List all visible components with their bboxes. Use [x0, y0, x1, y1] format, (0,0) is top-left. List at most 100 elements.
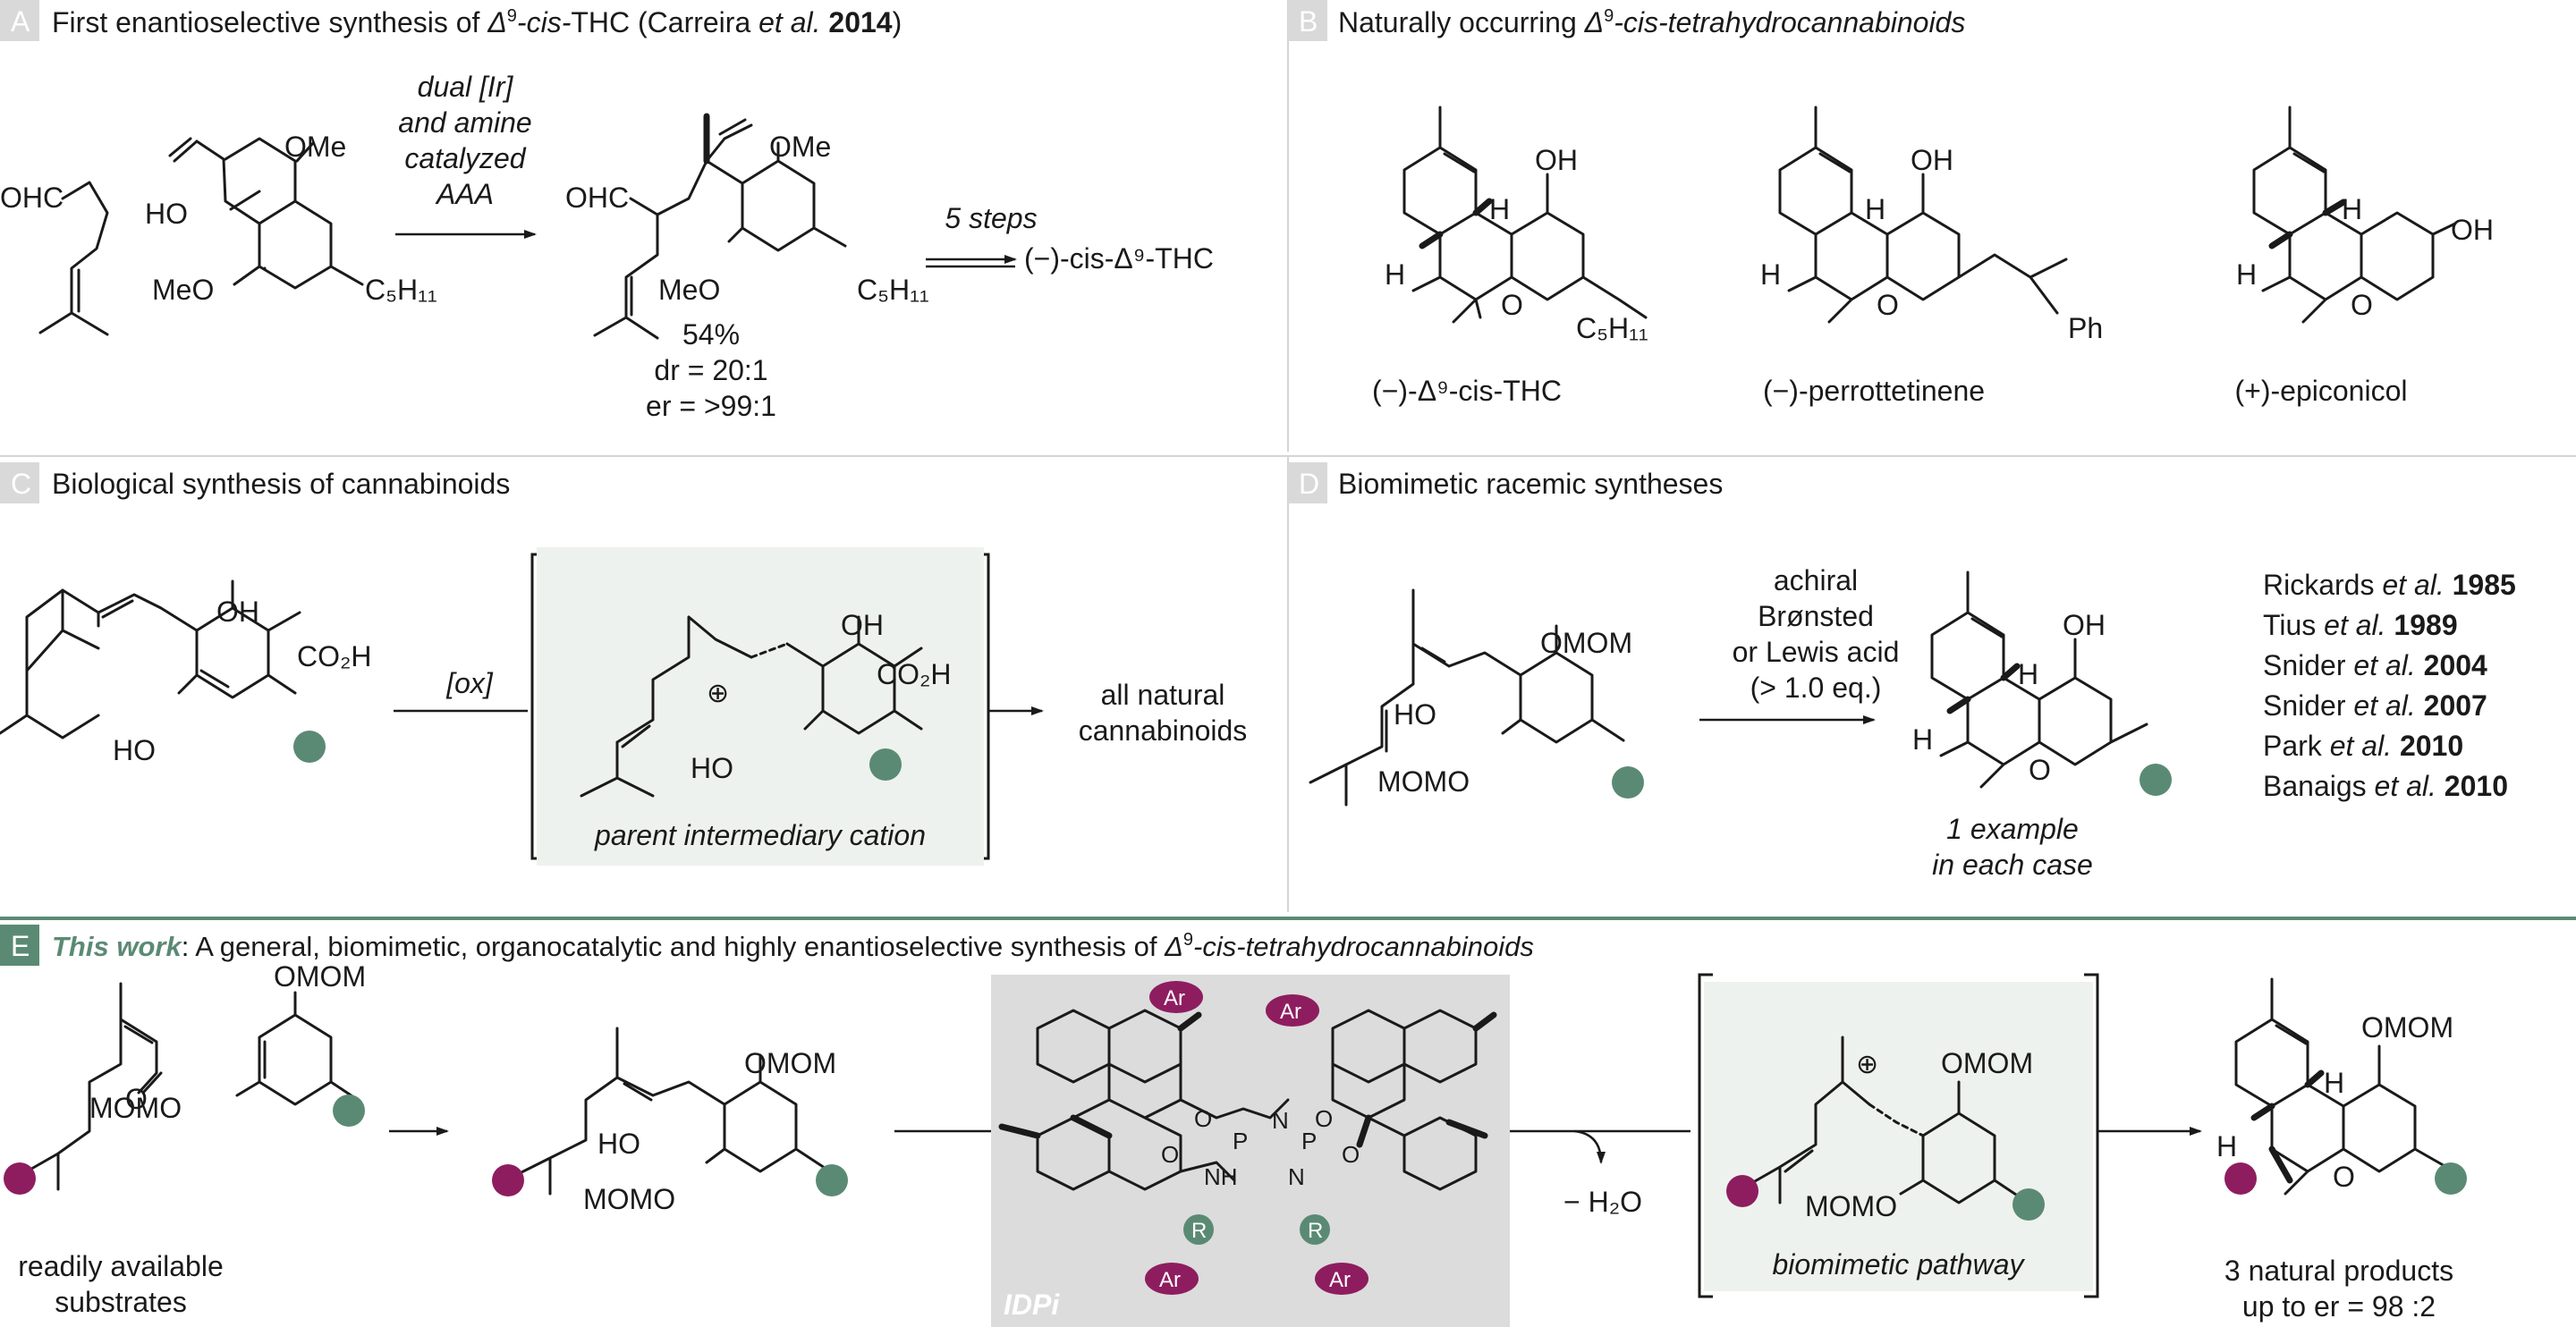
d-substrate-structure: OMOM HO MOMO [1309, 588, 1644, 807]
a-prod-c5: C₅H₁₁ [857, 274, 929, 306]
panel-c-letter: C [11, 468, 31, 500]
e-cat-n2: N [1288, 1163, 1305, 1190]
b-name-3: (+)-epiconicol [2235, 375, 2408, 407]
panel-e-label-box [0, 925, 39, 966]
panel-c-title: Biological synthesis of cannabinoids [52, 468, 510, 500]
b-thc-structure: OH H H O C₅H₁₁ (−)-Δ⁹-cis-THC [1372, 106, 1648, 407]
a-sm2-meo: MeO [152, 274, 214, 306]
c-cation-ho: HO [691, 752, 733, 784]
a-steps: 5 steps [945, 202, 1037, 234]
a-benzyl-alcohol-structure: OMe HO MeO C₅H₁₁ [145, 131, 437, 306]
b-perrottetinene-structure: OH H H O Ph (−)-perrottetinene [1760, 106, 2103, 407]
panel-a: A First enantioselective synthesis of Δ9… [0, 0, 1214, 422]
panel-d-title: Biomimetic racemic syntheses [1338, 468, 1723, 500]
panel-d-label-box [1288, 462, 1327, 503]
e-cation-omom: OMOM [1941, 1047, 2033, 1079]
e-alc-omom: OMOM [744, 1047, 836, 1079]
panel-e-title: This work: A general, biomimetic, organo… [52, 930, 1534, 962]
c-cbga-oh: OH [216, 596, 259, 628]
e-cat-p2: P [1301, 1128, 1317, 1154]
d-ref-1: Rickards et al. 1985 [2263, 569, 2516, 601]
e-cat-r-1-label: R [1191, 1219, 1207, 1243]
d-omom-top: OMOM [1540, 627, 1632, 659]
panel-e-letter: E [11, 930, 30, 962]
e-sub-green-dot [333, 1095, 365, 1127]
a-prod-ohc: OHC [565, 182, 629, 214]
c-cation-plus: ⊕ [707, 679, 729, 708]
panel-c-label-box [0, 462, 39, 503]
e-sub-label-1: readily available [18, 1250, 223, 1282]
panel-e: E This work: A general, biomimetic, orga… [0, 925, 2467, 1327]
e-cat-ar-2-label: Ar [1280, 1000, 1301, 1024]
a-cond-3: catalyzed [404, 142, 526, 174]
c-cation-co2h: CO₂H [877, 658, 952, 690]
b-per-o: O [1877, 289, 1899, 321]
d-ref-2: Tius et al. 1989 [2263, 609, 2458, 641]
c-cbga-co2h: CO₂H [297, 640, 372, 672]
d-ref-5: Park et al. 2010 [2263, 730, 2463, 762]
d-reference-list: Rickards et al. 1985 Tius et al. 1989 Sn… [2263, 569, 2516, 802]
d-prod-h2: H [1912, 723, 1933, 756]
a-sm2-c5: C₅H₁₁ [365, 274, 437, 306]
e-prod-omom: OMOM [2361, 1011, 2453, 1044]
d-cond-4: (> 1.0 eq.) [1750, 672, 1882, 704]
a-target: (−)-cis-Δ⁹-THC [1024, 242, 1214, 275]
e-prod-o: O [2333, 1161, 2355, 1193]
b-thc-c5: C₅H₁₁ [1576, 312, 1648, 344]
e-catalyst-box [991, 975, 1510, 1327]
d-cond-1: achiral [1774, 564, 1858, 596]
b-per-h1: H [1865, 193, 1885, 225]
e-substrates-structure: O OMOM MOMO readily available substrates [4, 960, 366, 1318]
b-thc-h1: H [1489, 193, 1510, 225]
b-thc-oh: OH [1535, 144, 1578, 176]
e-cat-ar-3-label: Ar [1159, 1268, 1181, 1292]
b-name-2: (−)-perrottetinene [1763, 375, 1985, 407]
c-cbga-green-dot [293, 731, 326, 763]
e-cation-momo: MOMO [1805, 1190, 1897, 1222]
b-epi-o: O [2351, 289, 2373, 321]
e-cation-plus: ⊕ [1856, 1050, 1878, 1079]
d-ref-6: Banaigs et al. 2010 [2263, 770, 2508, 802]
e-prod-green-dot [2435, 1162, 2467, 1195]
c-cation-label: parent intermediary cation [594, 819, 926, 851]
c-result-2: cannabinoids [1079, 714, 1248, 747]
e-prod-purple-dot [2224, 1162, 2257, 1195]
e-cat-o1: O [1194, 1105, 1212, 1132]
d-example-2: in each case [1932, 849, 2093, 881]
e-bracket-right [2084, 973, 2099, 1298]
b-epi-h2: H [2236, 258, 2257, 291]
e-alc-ho: HO [597, 1128, 640, 1160]
b-epi-h1: H [2342, 193, 2362, 225]
e-cation-green-dot [2012, 1188, 2045, 1221]
e-cat-r-2-label: R [1308, 1219, 1323, 1243]
panel-d: D Biomimetic racemic syntheses OMOM HO M… [1288, 462, 2516, 881]
e-cat-ar-1 [1149, 981, 1203, 1013]
d-cond-3: or Lewis acid [1733, 636, 1900, 668]
d-prod-oh: OH [2063, 609, 2106, 641]
d-ref-4: Snider et al. 2007 [2263, 689, 2487, 722]
c-cation-structure: ⊕ OH HO CO₂H parent intermediary cation [580, 609, 952, 851]
e-cat-r-2 [1300, 1214, 1330, 1245]
b-per-h2: H [1760, 258, 1781, 291]
e-water-curve [1573, 1129, 1606, 1164]
d-ref-3: Snider et al. 2004 [2263, 649, 2487, 681]
b-thc-o: O [1501, 289, 1523, 321]
panel-b-label-box [1288, 0, 1327, 41]
e-bracket-left [1698, 973, 1713, 1298]
e-sub-omom: OMOM [274, 960, 366, 993]
e-cat-p1: P [1233, 1128, 1248, 1154]
a-cond-4: AAA [435, 178, 494, 210]
panel-a-label-box [0, 0, 39, 41]
e-prod-label-1: 3 natural products [2224, 1255, 2453, 1287]
c-cation-box [537, 547, 984, 866]
a-prod-ome: OMe [769, 131, 831, 163]
c-cation-oh: OH [841, 609, 884, 641]
e-sub-momo: MOMO [89, 1092, 182, 1124]
e-alc-momo: MOMO [583, 1183, 675, 1215]
e-cat-ar-3 [1145, 1263, 1199, 1295]
a-sm2-ome-top: OMe [284, 131, 346, 163]
e-alc-purple-dot [492, 1164, 524, 1196]
e-cat-o3: O [1315, 1105, 1333, 1132]
d-cond-2: Brønsted [1758, 600, 1874, 632]
